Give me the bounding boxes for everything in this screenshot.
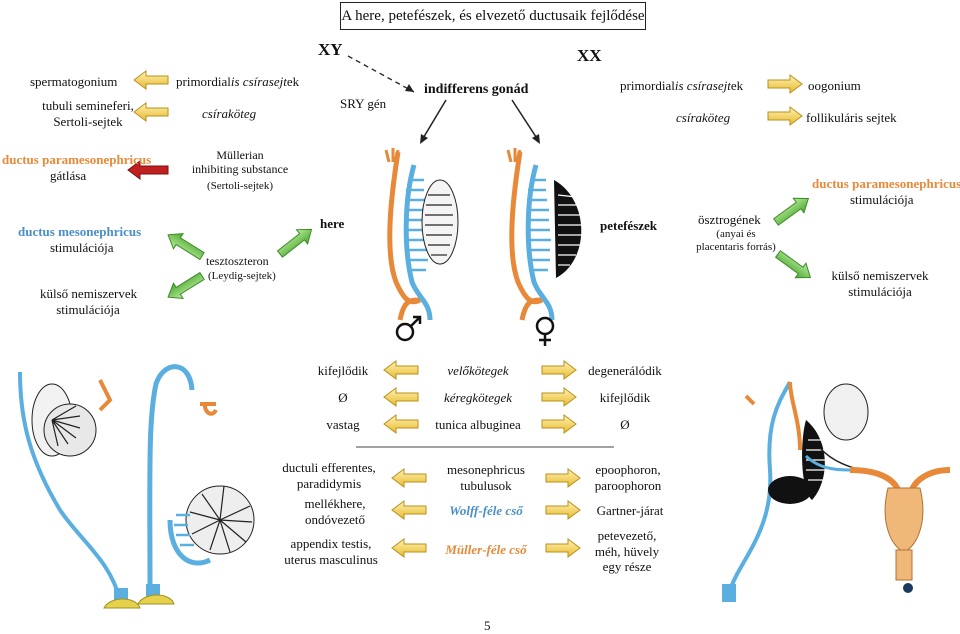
row3-female: Ø: [620, 417, 630, 432]
follicular-cells-label: follikuláris sejtek: [806, 110, 897, 125]
male-duct-illustration-2: [137, 364, 255, 605]
arrow-external-male: [162, 267, 208, 306]
mesonephric-effect: stimulációja: [50, 240, 114, 255]
page-title: A here, petefészek, és elvezető ductusai…: [340, 2, 646, 30]
female-paramesonephric-label: ductus paramesonephricus: [812, 176, 960, 191]
oogonium-label: oogonium: [808, 78, 861, 93]
arrow-oogonium: [767, 74, 803, 94]
mullerian-duct-label: Müller-féle cső: [445, 542, 527, 557]
wolffian-duct-label: Wolff-féle cső: [449, 503, 523, 518]
row1-male: kifejlődik: [317, 363, 369, 378]
xy-label: XY: [318, 40, 343, 59]
row2-male: Ø: [338, 390, 348, 405]
row1-mid: velőkötegek: [447, 363, 509, 378]
female-reproductive-tract: [804, 383, 951, 593]
male-germ-cord: csíraköteg: [202, 106, 257, 121]
female-gonad-schematic: [506, 148, 582, 321]
arrow-paramesonephric-female: [770, 190, 815, 230]
female-symbol: [535, 316, 555, 346]
arrow-mesonephric: [162, 226, 208, 265]
duct1-female: epoophoron,paroophoron: [594, 462, 662, 493]
male-primordial-germ-cells: primordialis csírasejtek: [176, 74, 300, 89]
row3-mid: tunica albuginea: [435, 417, 521, 432]
spermatogonium-label: spermatogonium: [30, 74, 118, 89]
duct1-male: ductuli efferentes,paradidymis: [282, 460, 376, 491]
duct2-male: mellékhere,ondóvezető: [304, 496, 366, 527]
estrogen-label: ösztrogének: [698, 212, 761, 227]
female-primordial-germ-cells: primordialis csírasejtek: [620, 78, 744, 93]
xx-label: XX: [577, 46, 602, 65]
sry-gene-label: SRY gén: [340, 96, 387, 111]
female-germ-cord: csíraköteg: [676, 110, 731, 125]
duct3-male: appendix testis,uterus masculinus: [284, 536, 378, 567]
male-symbol: [395, 315, 422, 342]
arrow-spermatogonium: [133, 70, 169, 90]
male-paramesonephric-label: ductus paramesonephricus: [2, 152, 152, 167]
row1-female: degenerálódik: [588, 363, 662, 378]
testis-label: here: [320, 216, 345, 231]
mis-source: (Sertoli-sejtek): [207, 180, 273, 192]
gartner-duct-label: Gartner-járat: [596, 503, 664, 518]
page-number: 5: [484, 618, 491, 633]
arrow-external-female: [772, 246, 817, 286]
male-mesonephric-label: ductus mesonephricus: [18, 224, 142, 239]
row2-female: kifejlődik: [599, 390, 651, 405]
inhibition-label: gátlása: [50, 168, 87, 183]
male-gonad-schematic: [384, 148, 459, 321]
arrow-testosterone: [273, 221, 318, 262]
testosterone-source: (Leydig-sejtek): [208, 270, 276, 282]
ovary-label: petefészek: [600, 218, 658, 233]
row2-mid: kéregkötegek: [443, 390, 513, 405]
tubuli-label: tubuli semineferi,Sertoli-sejtek: [42, 98, 134, 129]
arrow-follicular: [767, 106, 803, 126]
row3-male: vastag: [326, 417, 360, 432]
indifferent-gonad-label: indifferens gonád: [424, 82, 529, 97]
male-duct-illustration-1: [18, 371, 141, 609]
female-paramesonephric-effect: stimulációja: [850, 192, 914, 207]
testosterone-label: tesztoszteron: [206, 254, 269, 268]
female-duct-illustration-1: [722, 381, 828, 602]
